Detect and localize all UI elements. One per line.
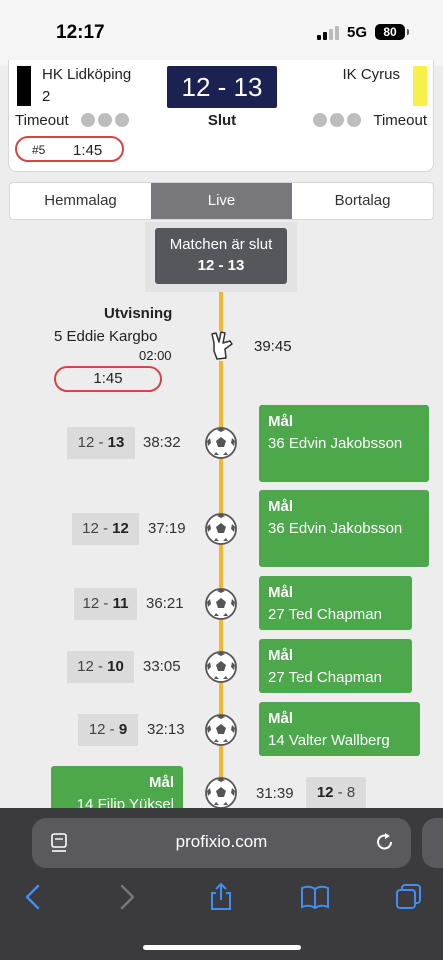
forward-icon[interactable] bbox=[112, 882, 142, 912]
goal-player: 36 Edvin Jakobsson bbox=[268, 520, 403, 537]
expulsion-time: 39:45 bbox=[254, 338, 292, 355]
status-bar: 12:17 5G 80 bbox=[0, 0, 443, 66]
battery-icon: 80 bbox=[375, 24, 409, 40]
expulsion-player: 5 Eddie Kargbo bbox=[54, 328, 158, 345]
ball-icon bbox=[205, 513, 237, 545]
goal-label: Mål bbox=[268, 710, 294, 727]
event-time: 36:21 bbox=[146, 595, 184, 612]
ball-icon bbox=[205, 714, 237, 746]
tab-bortalag[interactable]: Bortalag bbox=[334, 192, 391, 209]
event-time: 37:19 bbox=[148, 520, 186, 537]
team-tabs: Hemmalag Live Bortalag bbox=[9, 182, 434, 220]
away-timeout-label: Timeout bbox=[373, 112, 427, 129]
timeline-line bbox=[219, 292, 223, 812]
goal-label: Mål bbox=[148, 774, 174, 791]
goal-card: Mål 14 Valter Wallberg bbox=[259, 702, 420, 756]
status-time: 12:17 bbox=[56, 22, 105, 43]
network-type: 5G bbox=[347, 24, 368, 41]
tabs-icon[interactable] bbox=[394, 882, 424, 912]
home-indicator bbox=[143, 945, 301, 950]
signal-icon bbox=[317, 26, 341, 40]
goal-player: 27 Ted Chapman bbox=[268, 606, 382, 623]
share-icon[interactable] bbox=[206, 882, 236, 912]
reload-icon[interactable] bbox=[374, 831, 396, 853]
match-end-box: Matchen är slut 12 - 13 bbox=[155, 228, 287, 284]
match-score: 12 - 13 bbox=[167, 66, 277, 108]
event-score: 12 - 12 bbox=[72, 513, 139, 545]
bookmarks-icon[interactable] bbox=[300, 882, 330, 912]
goal-card: Mål 36 Edvin Jakobsson bbox=[259, 490, 429, 567]
event-time: 31:39 bbox=[256, 785, 294, 802]
event-score: 12 - 11 bbox=[74, 588, 137, 620]
goal-label: Mål bbox=[268, 647, 294, 664]
expulsion-title: Utvisning bbox=[104, 305, 173, 322]
away-timeout-dots bbox=[313, 113, 361, 127]
event-time: 32:13 bbox=[147, 721, 185, 738]
home-team-color bbox=[17, 66, 31, 106]
event-score: 12 - 10 bbox=[67, 651, 134, 683]
event-score: 12 - 9 bbox=[78, 714, 138, 746]
penalty-clock: 1:45 bbox=[73, 142, 103, 159]
goal-player: 27 Ted Chapman bbox=[268, 669, 382, 686]
expulsion-remaining: 1:45 bbox=[54, 366, 162, 392]
ball-icon bbox=[205, 427, 237, 459]
goal-card: Mål 27 Ted Chapman bbox=[259, 576, 412, 630]
event-score: 12 - 13 bbox=[67, 427, 135, 459]
reader-icon[interactable] bbox=[50, 833, 68, 853]
ball-icon bbox=[205, 651, 237, 683]
tab-hemmalag[interactable]: Hemmalag bbox=[44, 192, 117, 209]
scoreboard: HK Lidköping 2 IK Cyrus 12 - 13 Slut Tim… bbox=[8, 60, 434, 172]
penalty-timer-chip: #5 1:45 bbox=[15, 136, 124, 162]
home-team-sub: 2 bbox=[42, 88, 51, 105]
url-text[interactable]: profixio.com bbox=[175, 832, 268, 851]
browser-toolbar: profixio.com bbox=[0, 808, 443, 960]
away-team-name: IK Cyrus bbox=[342, 66, 400, 83]
goal-card: Mål 27 Ted Chapman bbox=[259, 639, 412, 693]
hand-gesture-icon bbox=[208, 331, 236, 361]
match-end-score: 12 - 13 bbox=[197, 257, 245, 274]
goal-label: Mål bbox=[268, 498, 294, 515]
expulsion-duration: 02:00 bbox=[139, 348, 172, 363]
next-tab-peek[interactable] bbox=[422, 818, 443, 868]
goal-label: Mål bbox=[268, 584, 294, 601]
back-icon[interactable] bbox=[18, 882, 48, 912]
away-team-color bbox=[413, 66, 427, 106]
address-bar[interactable]: profixio.com bbox=[32, 818, 411, 868]
event-time: 33:05 bbox=[143, 658, 181, 675]
home-team-name: HK Lidköping bbox=[42, 66, 132, 83]
tab-live[interactable]: Live bbox=[151, 183, 292, 219]
goal-label: Mål bbox=[268, 413, 294, 430]
home-timeout-label: Timeout bbox=[15, 112, 69, 129]
penalty-player-number: #5 bbox=[32, 143, 46, 157]
event-time: 38:32 bbox=[143, 434, 181, 451]
match-end-title: Matchen är slut bbox=[169, 236, 273, 253]
goal-player: 36 Edvin Jakobsson bbox=[268, 435, 403, 452]
goal-card: Mål 36 Edvin Jakobsson bbox=[259, 405, 429, 482]
home-timeout-dots bbox=[81, 113, 129, 127]
ball-icon bbox=[205, 588, 237, 620]
goal-player: 14 Valter Wallberg bbox=[268, 732, 390, 749]
match-period: Slut bbox=[207, 112, 237, 129]
ball-icon bbox=[205, 777, 237, 809]
event-score: 12 - 8 bbox=[306, 777, 366, 809]
